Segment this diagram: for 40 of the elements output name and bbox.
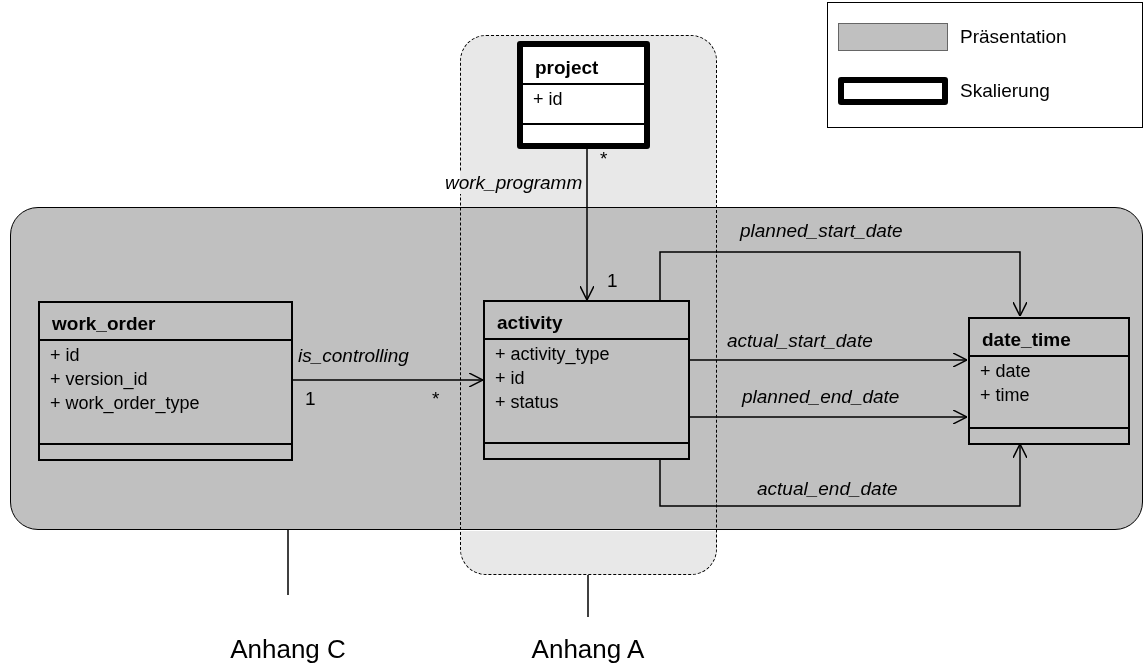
edge-label: work_programm	[445, 172, 585, 194]
annex-label: Anhang A	[531, 634, 645, 665]
legend-label: Präsentation	[960, 26, 1067, 48]
legend-label: Skalierung	[960, 80, 1050, 102]
edge-label: is_controlling	[298, 345, 409, 367]
edge-label: actual_start_date	[727, 330, 873, 352]
class-attribute: + id	[50, 344, 80, 367]
class-attribute: + version_id	[50, 368, 148, 391]
edge-label: planned_start_date	[740, 220, 903, 242]
multiplicity-label: *	[432, 388, 440, 410]
annex-label: Anhang C	[230, 634, 346, 665]
class-attribute: + status	[495, 391, 559, 414]
class-box	[517, 41, 650, 149]
class-attribute: + time	[980, 384, 1030, 407]
multiplicity-label: 1	[607, 270, 618, 292]
class-box	[968, 317, 1130, 445]
class-name: activity	[485, 302, 688, 340]
leader-line	[287, 529, 289, 596]
edge-label: planned_end_date	[742, 386, 900, 408]
association-arrow	[689, 409, 968, 425]
class-name: date_time	[970, 319, 1128, 357]
class-name: project	[523, 47, 644, 85]
class-attribute: + id	[495, 367, 525, 390]
multiplicity-label: 1	[305, 388, 316, 410]
association-arrow	[659, 443, 1028, 507]
class-box	[483, 300, 690, 460]
class-box	[38, 301, 293, 461]
association-arrow	[659, 251, 1028, 317]
edge-label: actual_end_date	[757, 478, 898, 500]
package-region	[10, 207, 1143, 530]
class-attribute: + date	[980, 360, 1031, 383]
class-attribute: + activity_type	[495, 343, 610, 366]
class-attribute: + work_order_type	[50, 392, 200, 415]
class-attribute: + id	[533, 88, 563, 111]
multiplicity-label: *	[600, 148, 608, 170]
association-arrow	[689, 352, 968, 368]
association-arrow	[291, 372, 484, 388]
association-arrow	[579, 147, 595, 301]
leader-line	[587, 574, 589, 618]
class-name: work_order	[40, 303, 291, 341]
